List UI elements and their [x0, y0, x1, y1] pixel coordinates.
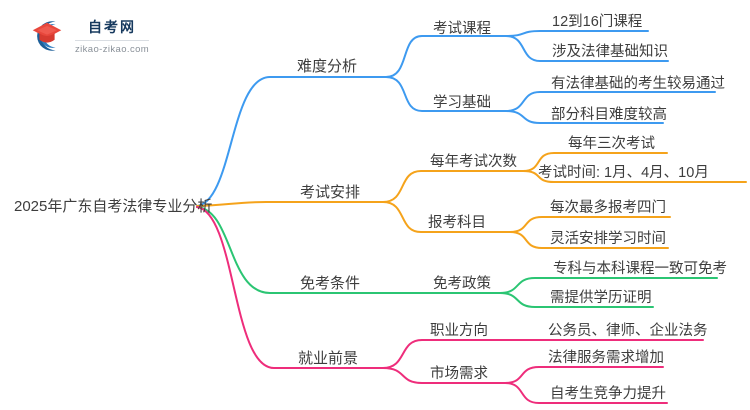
leaf-flexible-study: 灵活安排学习时间: [550, 230, 666, 247]
leaf-same-courses: 专科与本科课程一致可免考: [553, 260, 727, 277]
leaf-harder-subjects: 部分科目难度较高: [551, 105, 667, 123]
branch-line: [509, 231, 669, 249]
leaf-competitiveness: 自考生竞争力提升: [550, 384, 666, 402]
subtopic-career-direction: 职业方向: [430, 322, 488, 339]
leaf-course-count: 12到16门课程: [552, 13, 642, 30]
branch-lines-career: [196, 206, 704, 404]
subtopic-registration-subjects: 报考科目: [428, 214, 486, 231]
subtopic-exam-courses: 考试课程: [433, 20, 491, 37]
site-logo: 自考网 zikao-zikao.com: [28, 17, 150, 55]
branch-line: [504, 382, 668, 404]
branch-line: [196, 206, 384, 369]
subtopic-market-demand: 市场需求: [430, 365, 488, 382]
branch-line: [382, 339, 704, 369]
branch-line: [522, 170, 747, 183]
leaf-proof-required: 需提供学历证明: [550, 289, 652, 306]
branch-line: [505, 30, 649, 37]
subtopic-exemption-policy: 免考政策: [433, 275, 491, 292]
leaf-three-exams: 每年三次考试: [568, 135, 655, 152]
branch-line: [505, 35, 669, 62]
leaf-exam-months: 考试时间: 1月、4月、10月: [538, 164, 709, 181]
branch-line: [385, 76, 507, 112]
branch-line: [505, 91, 716, 112]
branch-line: [504, 366, 664, 384]
branch-line: [196, 201, 384, 207]
branch-line: [382, 367, 506, 384]
root-topic: 2025年广东自考法律专业分析: [14, 198, 212, 215]
branch-lines-schedule: [196, 152, 747, 249]
topic-schedule: 考试安排: [300, 184, 360, 201]
branch-line: [499, 292, 654, 308]
branch-lines-difficulty: [196, 30, 716, 207]
leaf-career-options: 公务员、律师、企业法务: [548, 321, 708, 339]
branch-line: [509, 216, 671, 233]
subtopic-study-foundation: 学习基础: [433, 94, 491, 111]
leaf-easier-pass: 有法律基础的考生较易通过: [551, 74, 725, 92]
topic-exemption: 免考条件: [300, 275, 360, 292]
branch-line: [385, 35, 507, 78]
branch-line: [505, 110, 664, 124]
branch-line: [382, 201, 511, 233]
branch-line: [196, 206, 501, 294]
subtopic-exam-frequency: 每年考试次数: [430, 153, 517, 170]
topic-career: 就业前景: [298, 350, 358, 367]
leaf-max-four: 每次最多报考四门: [550, 199, 666, 216]
branch-lines-exemption: [196, 206, 718, 308]
graduation-cap-icon: [32, 21, 62, 51]
leaf-legal-basics: 涉及法律基础知识: [552, 43, 668, 60]
leaf-demand-increase: 法律服务需求增加: [548, 349, 664, 366]
logo-title: 自考网: [88, 19, 137, 35]
branch-line: [196, 76, 387, 207]
logo-domain: zikao-zikao.com: [75, 40, 150, 55]
topic-difficulty: 难度分析: [297, 58, 357, 75]
branch-line: [382, 170, 524, 203]
